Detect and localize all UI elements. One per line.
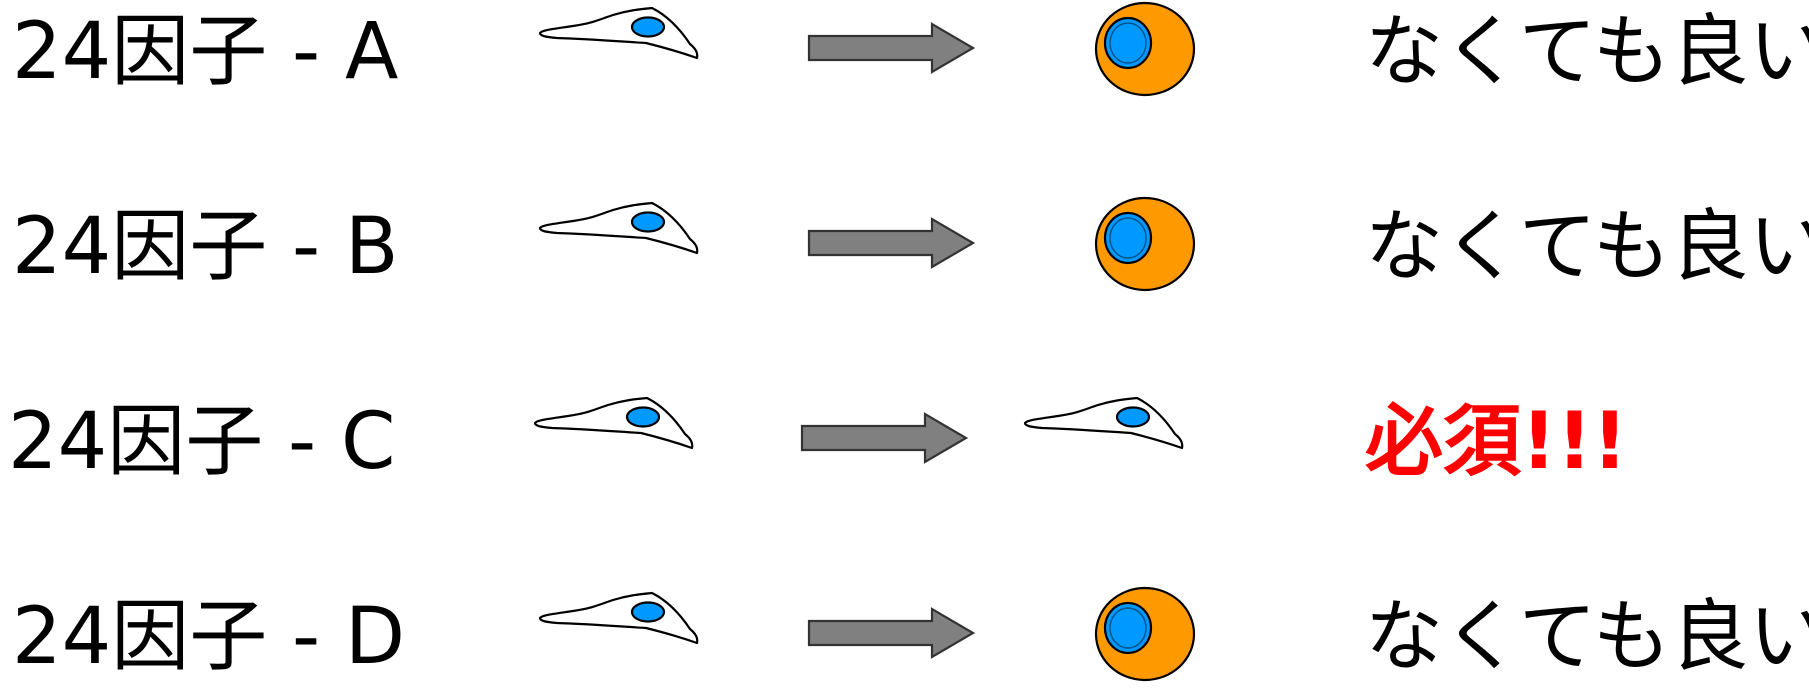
result-not-required-b: なくても良い bbox=[1365, 202, 1809, 292]
result-not-required-d: なくても良い bbox=[1365, 592, 1809, 682]
factor-row-a: 24因子 - A なくても良い bbox=[0, 0, 1809, 112]
right-arrow-icon bbox=[807, 217, 976, 269]
fibroblast-cell-icon bbox=[533, 396, 694, 450]
factor-row-b: 24因子 - B なくても良い bbox=[0, 187, 1809, 307]
factor-row-d: 24因子 - D なくても良い bbox=[0, 577, 1809, 697]
factor-label-b: 24因子 - B bbox=[12, 202, 399, 292]
result-not-required-a: なくても良い bbox=[1365, 7, 1809, 97]
right-arrow-icon bbox=[807, 607, 976, 659]
factor-label-c: 24因子 - C bbox=[8, 397, 396, 487]
right-arrow-icon bbox=[807, 22, 976, 74]
right-arrow-icon bbox=[800, 412, 969, 464]
ips-cell-icon bbox=[1094, 196, 1196, 292]
result-required-c: 必須!!! bbox=[1365, 397, 1628, 487]
factor-label-a: 24因子 - A bbox=[12, 7, 399, 97]
fibroblast-cell-icon bbox=[538, 591, 699, 645]
fibroblast-cell-icon bbox=[538, 6, 699, 60]
factor-label-d: 24因子 - D bbox=[12, 592, 406, 682]
fibroblast-cell-icon bbox=[538, 201, 699, 255]
ips-cell-icon bbox=[1094, 586, 1196, 682]
fibroblast-cell-icon bbox=[1023, 396, 1184, 450]
factor-row-c: 24因子 - C 必須!!! bbox=[0, 382, 1809, 502]
ips-cell-icon bbox=[1094, 1, 1196, 97]
